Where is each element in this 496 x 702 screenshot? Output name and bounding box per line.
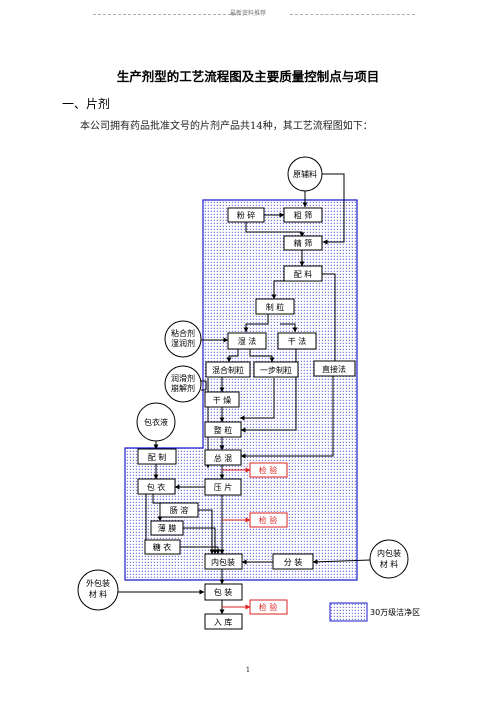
svg-text:压 片: 压 片 xyxy=(214,482,233,492)
step-granulation: 制 粒 xyxy=(255,298,295,315)
svg-text:检 验: 检 验 xyxy=(259,465,278,475)
svg-text:崩解剂: 崩解剂 xyxy=(171,383,195,393)
header-rule-left xyxy=(93,14,246,15)
svg-text:粉 碎: 粉 碎 xyxy=(237,210,256,220)
page-number: 1 xyxy=(245,666,251,674)
step-preparation: 配 制 xyxy=(137,448,177,465)
svg-text:30万级洁净区: 30万级洁净区 xyxy=(370,607,420,617)
step-enteric-coating: 肠 溶 xyxy=(159,502,199,518)
svg-text:外包装: 外包装 xyxy=(86,578,110,588)
svg-text:原辅料: 原辅料 xyxy=(293,169,317,179)
svg-text:材 料: 材 料 xyxy=(380,559,399,569)
step-drying: 干 燥 xyxy=(204,391,240,408)
svg-text:湿润剂: 湿润剂 xyxy=(171,338,195,348)
svg-text:混合制粒: 混合制粒 xyxy=(212,365,244,375)
step-batching: 配 料 xyxy=(283,265,323,282)
clean-zone-legend: 30万级洁净区 xyxy=(329,602,420,622)
svg-text:粗 筛: 粗 筛 xyxy=(294,210,313,220)
step-fine-sieve: 精 筛 xyxy=(283,235,323,251)
document-title: 生产剂型的工艺流程图及主要质量控制点与项目 xyxy=(116,69,380,84)
svg-text:粘合剂: 粘合剂 xyxy=(171,328,195,338)
svg-text:整 粒: 整 粒 xyxy=(214,425,233,435)
svg-text:检 验: 检 验 xyxy=(259,515,278,525)
step-crush: 粉 碎 xyxy=(227,207,265,223)
svg-text:包 衣: 包 衣 xyxy=(147,482,166,492)
section-title: 一、片剂 xyxy=(62,97,111,111)
svg-text:直接法: 直接法 xyxy=(322,364,346,374)
svg-text:入 库: 入 库 xyxy=(214,617,233,627)
svg-text:内包装: 内包装 xyxy=(377,548,401,558)
step-dry-method: 干 法 xyxy=(277,332,317,350)
svg-text:精 筛: 精 筛 xyxy=(294,238,313,248)
clean-zone xyxy=(124,199,358,581)
step-wet-method: 湿 法 xyxy=(227,332,267,350)
svg-text:分 装: 分 装 xyxy=(284,557,303,567)
coating-liquid-node: 包衣液 xyxy=(136,402,176,442)
step-coating: 包 衣 xyxy=(137,478,176,495)
step-final-blending: 总 混 xyxy=(204,449,242,466)
svg-text:包衣液: 包衣液 xyxy=(144,417,168,427)
step-inner-packaging: 内包装 xyxy=(204,553,243,570)
svg-text:配 制: 配 制 xyxy=(148,452,167,462)
intro-paragraph: 本公司拥有药品批准文号的片剂产品共14种，其工艺流程图如下： xyxy=(80,121,373,132)
svg-text:内包装: 内包装 xyxy=(211,557,235,567)
svg-text:湿 法: 湿 法 xyxy=(238,336,257,346)
header-rule-right xyxy=(290,14,415,15)
svg-text:薄 膜: 薄 膜 xyxy=(158,523,177,533)
svg-text:润滑剂: 润滑剂 xyxy=(171,373,195,383)
step-mixing-granulation: 混合制粒 xyxy=(205,361,251,378)
svg-text:包 装: 包 装 xyxy=(214,587,233,597)
svg-text:干 燥: 干 燥 xyxy=(213,396,232,405)
flow-connectors xyxy=(118,173,371,615)
svg-text:总 混: 总 混 xyxy=(214,453,233,463)
step-one-step-granulation: 一步制粒 xyxy=(253,361,299,378)
svg-text:干 法: 干 法 xyxy=(288,336,307,346)
step-direct-method: 直接法 xyxy=(313,360,356,377)
outer-packaging-material-node: 外包装 材 料 xyxy=(77,569,119,611)
step-packaging: 包 装 xyxy=(204,583,243,601)
svg-text:糖 衣: 糖 衣 xyxy=(153,542,172,552)
svg-text:配 料: 配 料 xyxy=(294,269,313,279)
step-sizing: 整 粒 xyxy=(204,421,242,438)
step-coarse-sieve: 粗 筛 xyxy=(283,207,323,223)
step-film-coating: 薄 膜 xyxy=(150,520,184,536)
step-tablet-pressing: 压 片 xyxy=(204,478,242,496)
svg-text:材 料: 材 料 xyxy=(89,589,108,599)
step-sugar-coating: 糖 衣 xyxy=(144,539,181,555)
inner-packaging-material-node: 内包装 材 料 xyxy=(369,539,409,579)
inspection-3: 检 验 xyxy=(249,599,288,615)
svg-text:检 验: 检 验 xyxy=(259,602,278,612)
svg-text:肠 溶: 肠 溶 xyxy=(170,505,189,515)
raw-materials-node: 原辅料 xyxy=(287,156,323,192)
svg-text:制 粒: 制 粒 xyxy=(266,302,285,312)
inspection-1: 检 验 xyxy=(249,462,288,478)
binder-wetting-agent-node: 粘合剂 湿润剂 xyxy=(164,320,202,358)
svg-text:一步制粒: 一步制粒 xyxy=(260,365,292,375)
inspection-2: 检 验 xyxy=(249,512,288,528)
step-subpackaging: 分 装 xyxy=(272,553,314,570)
step-warehousing: 入 库 xyxy=(204,613,243,630)
header-text: 最新资料推荐 xyxy=(229,10,266,17)
lubricant-disintegrant-node: 润滑剂 崩解剂 xyxy=(164,365,202,403)
